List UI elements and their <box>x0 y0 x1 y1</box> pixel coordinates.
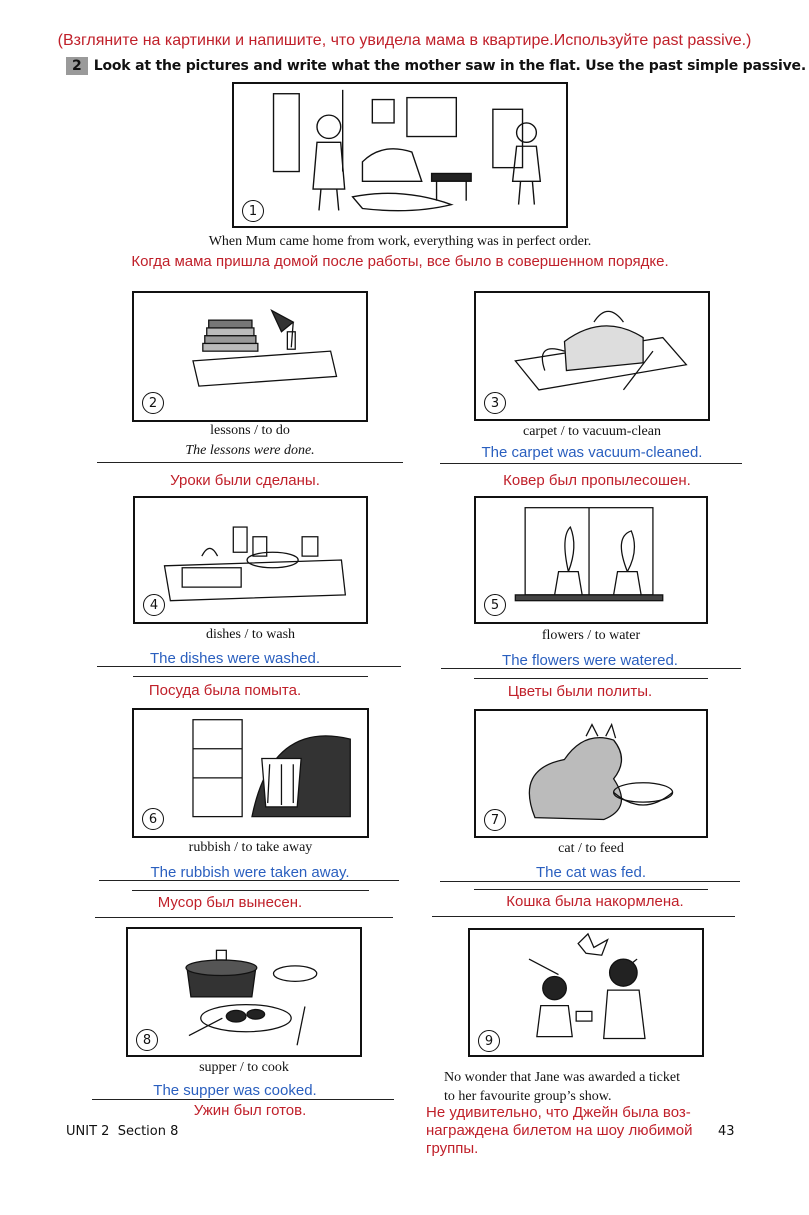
answer-line-8 <box>92 1099 394 1100</box>
prompt-2: lessons / to do <box>210 423 290 438</box>
picture-7-cat: 7 <box>474 709 708 838</box>
picture-2-desk: 2 <box>132 291 368 422</box>
page-number: 43 <box>718 1124 735 1139</box>
prompt-3: carpet / to vacuum-clean <box>523 424 661 439</box>
answer-line-3 <box>440 463 742 464</box>
answer-6: The rubbish were taken away. <box>150 864 350 881</box>
picture-1-living-room: 1 <box>232 82 568 228</box>
picture-number-5: 5 <box>484 594 506 616</box>
picture-number-3: 3 <box>484 392 506 414</box>
answer-line-2 <box>97 462 403 463</box>
prompt-4: dishes / to wash <box>205 627 296 642</box>
picture-6-rubbish-bin: 6 <box>132 708 369 838</box>
prompt-6: rubbish / to take away <box>188 840 313 855</box>
answer-line-4 <box>97 666 401 667</box>
footer-unit: UNIT 2 Section 8 <box>66 1124 178 1139</box>
picture-number-2: 2 <box>142 392 164 414</box>
rule-6 <box>132 890 369 891</box>
translation-8: Ужин был готов. <box>193 1102 307 1119</box>
prompt-7: cat / to feed <box>558 841 624 856</box>
rule-7b <box>432 916 735 917</box>
translation-9-line-2: награждена билетом на шоу любимой <box>426 1122 693 1139</box>
answer-line-6 <box>99 880 399 881</box>
translation-6: Мусор был вынесен. <box>157 894 303 911</box>
translation-7: Кошка была накормлена. <box>506 893 684 910</box>
picture-number-9: 9 <box>478 1030 500 1052</box>
picture-number-7: 7 <box>484 809 506 831</box>
translation-5: Цветы были политы. <box>507 683 653 700</box>
picture-number-4: 4 <box>143 594 165 616</box>
task-heading: 2 Look at the pictures and write what th… <box>66 56 806 76</box>
answer-line-7 <box>440 881 740 882</box>
rule-5 <box>474 678 708 679</box>
answer-2: The lessons were done. <box>185 443 315 458</box>
sentence-9-line-1: No wonder that Jane was awarded a ticket <box>444 1070 680 1085</box>
task-text: Look at the pictures and write what the … <box>93 58 806 74</box>
translation-2: Уроки были сделаны. <box>170 472 320 489</box>
picture-number-1: 1 <box>242 200 264 222</box>
prompt-5: flowers / to water <box>541 628 641 643</box>
task-number: 2 <box>66 57 88 75</box>
translation-4: Посуда была помыта. <box>148 682 302 699</box>
intro-translation: Когда мама пришла домой после работы, вс… <box>131 253 669 270</box>
picture-8-supper: 8 <box>126 927 362 1057</box>
prompt-8: supper / to cook <box>199 1060 289 1075</box>
answer-4: The dishes were washed. <box>149 650 321 667</box>
picture-number-6: 6 <box>142 808 164 830</box>
rule-7 <box>474 889 708 890</box>
russian-instruction: (Взгляните на картинки и напишите, что у… <box>57 32 752 49</box>
rule-6b <box>95 917 393 918</box>
answer-7: The cat was fed. <box>535 864 647 881</box>
picture-3-vacuum-cleaner: 3 <box>474 291 710 421</box>
picture-number-8: 8 <box>136 1029 158 1051</box>
section-label: Section 8 <box>117 1124 179 1139</box>
translation-9-line-3: группы. <box>426 1140 479 1157</box>
intro-sentence: When Mum came home from work, everything… <box>208 234 592 249</box>
translation-3: Ковер был пропылесошен. <box>503 472 691 489</box>
sentence-9-line-2: to her favourite group’s show. <box>444 1089 612 1104</box>
answer-5: The flowers were watered. <box>502 652 678 669</box>
answer-line-5 <box>441 668 741 669</box>
translation-9-line-1: Не удивительно, что Джейн была воз- <box>426 1104 691 1121</box>
answer-8: The supper was cooked. <box>153 1082 317 1099</box>
picture-5-flowers: 5 <box>474 496 708 624</box>
picture-4-kitchen-sink: 4 <box>133 496 368 624</box>
unit-label: UNIT 2 <box>66 1124 110 1139</box>
answer-3: The carpet was vacuum-cleaned. <box>481 444 703 461</box>
picture-9-award: 9 <box>468 928 704 1057</box>
rule-4 <box>133 676 368 677</box>
